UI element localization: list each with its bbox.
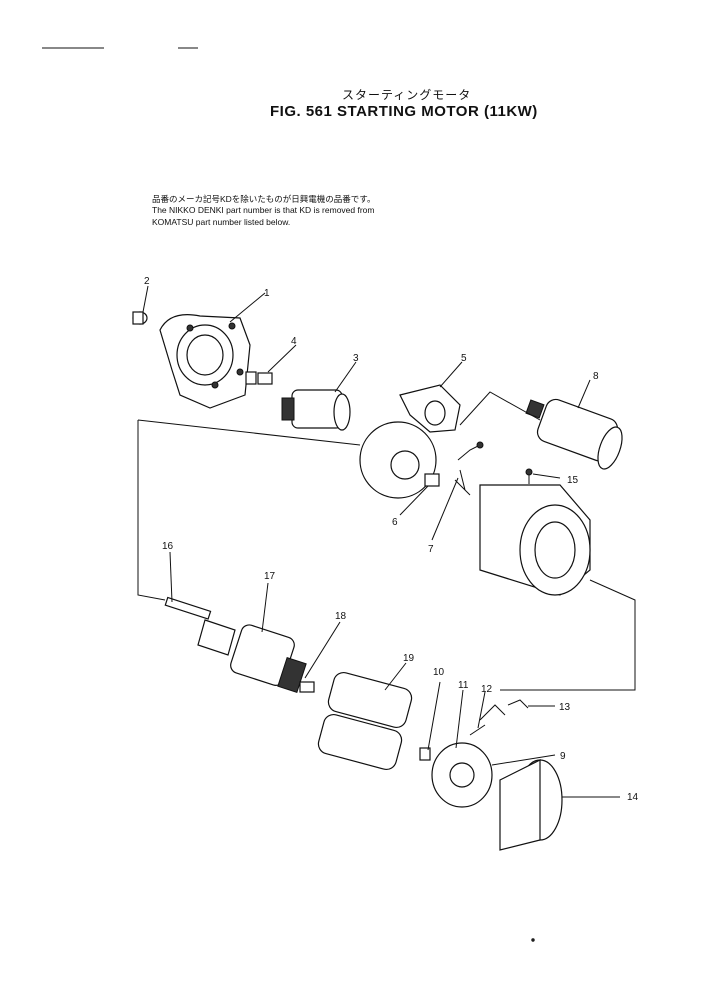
callout-2: 2 (144, 276, 150, 287)
callout-19: 19 (403, 653, 415, 664)
callout-15: 15 (567, 475, 579, 486)
note-japanese: 品番のメーカ記号KDを除いたものが日興電機の品番です。 (152, 194, 376, 204)
title-japanese: スターティングモータ (342, 88, 472, 102)
part-collar-set (245, 371, 273, 385)
part-pinion-clutch (281, 389, 351, 431)
callout-13: 13 (559, 702, 571, 713)
part-yoke (479, 484, 591, 596)
guide-line-top (137, 419, 361, 446)
part-screw (525, 468, 533, 484)
note-line-1: The NIKKO DENKI part number is that KD i… (152, 205, 375, 215)
callout-5: 5 (461, 353, 467, 364)
callout-8: 8 (593, 371, 599, 382)
callout-17: 17 (264, 571, 276, 582)
callout-7: 7 (428, 544, 434, 555)
callout-14: 14 (627, 792, 639, 803)
guide-line-left (137, 420, 166, 601)
callout-3: 3 (353, 353, 359, 364)
part-armature (164, 596, 315, 693)
callout-16: 16 (162, 541, 174, 552)
part-end-cover (499, 759, 563, 851)
callout-9: 9 (560, 751, 566, 762)
callout-4: 4 (291, 336, 297, 347)
part-magnetic-switch (525, 398, 623, 470)
callout-6: 6 (392, 517, 398, 528)
part-lever-housing (359, 384, 461, 499)
callout-1: 1 (264, 288, 270, 299)
part-shift-lever (454, 441, 484, 496)
callout-18: 18 (335, 611, 347, 622)
part-brush-holder (317, 671, 413, 771)
guide-line-switch (459, 391, 541, 426)
part-front-housing (159, 314, 251, 409)
callout-11: 11 (458, 680, 469, 691)
stray-dot (531, 938, 535, 942)
guide-line-right (500, 579, 636, 691)
figure-title: FIG. 561 STARTING MOTOR (11KW) (270, 103, 538, 120)
part-front-bushing (132, 311, 148, 325)
callout-12: 12 (481, 684, 493, 695)
note-line-2: KOMATSU part number listed below. (152, 217, 291, 227)
part-rear-cover (419, 699, 529, 808)
leader-lines (142, 285, 620, 798)
callout-10: 10 (433, 667, 445, 678)
